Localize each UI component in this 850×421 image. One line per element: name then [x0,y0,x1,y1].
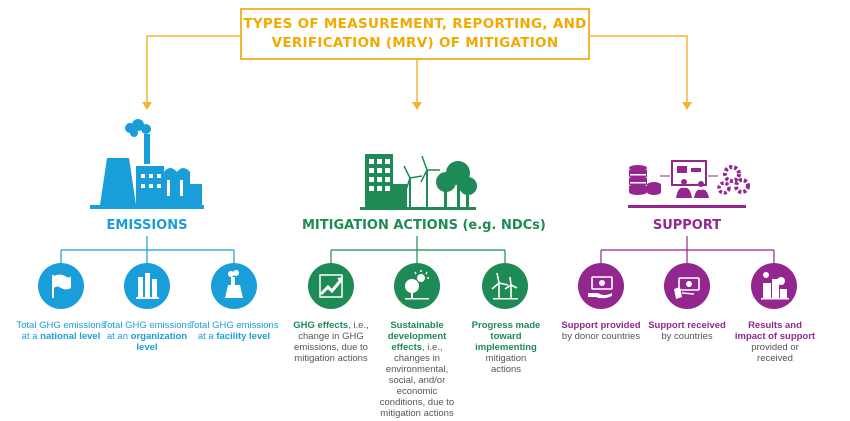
emissions-tree-lines [60,236,235,264]
wind-turbine-icon [482,263,528,309]
caption-facility-level: Total GHG emissions at a facility level [189,320,279,342]
trend-chart-icon [308,263,354,309]
factory-icon [90,119,204,209]
title-line-2: VERIFICATION (MRV) OF MITIGATION [271,35,559,51]
finance-meeting-icon [628,160,750,208]
title-box: TYPES OF MEASUREMENT, REPORTING, AND VER… [240,8,590,60]
support-heading: SUPPORT [652,218,722,233]
caption-ghg-effects: GHG effects, i.e., change in GHG emissio… [293,320,369,364]
title-arrowheads [142,102,692,110]
emissions-heading: EMISSIONS [106,218,188,233]
caption-national-level: Total GHG emissions at a national level [16,320,106,342]
flag-icon [38,263,84,309]
mitigation-tree-lines [330,236,506,264]
caption-sustainable-development-effects: Sustainable development effects, i.e., c… [379,320,455,419]
organization-icon [124,263,170,309]
money-receive-icon [664,263,710,309]
tree-sun-icon [394,263,440,309]
caption-results-impact: Results and impact of support provided o… [734,320,816,364]
title-line-1: TYPES OF MEASUREMENT, REPORTING, AND [243,16,587,32]
green-city-icon [360,154,477,210]
caption-support-provided: Support provided by donor countries [561,320,641,342]
title-connectors [146,35,688,104]
money-hand-icon [578,263,624,309]
caption-support-received: Support received by countries [648,320,726,342]
results-impact-icon [751,263,797,309]
support-tree-lines [600,236,775,264]
mitigation-actions-heading: MITIGATION ACTIONS (e.g. NDCs) [302,218,546,233]
caption-organization-level: Total GHG emissions at an organization l… [102,320,192,353]
caption-progress-implementing: Progress made toward implementing mitiga… [471,320,541,375]
facility-icon [211,263,257,309]
